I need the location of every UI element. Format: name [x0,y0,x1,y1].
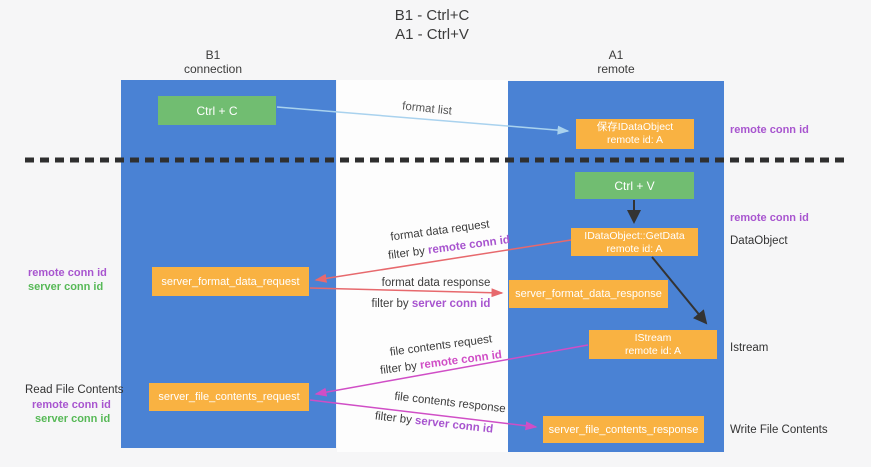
node-ctrl-v: Ctrl + V [575,172,694,199]
right-label-dataobject: DataObject [730,235,788,247]
right-label-remote-conn-id-1: remote conn id [730,124,809,136]
diagram-title: B1 - Ctrl+C A1 - Ctrl+V [395,6,470,44]
left-label-remote-conn-id-bottom: remote conn id [32,399,111,411]
left-label-remote-conn-id-mid: remote conn id [28,267,107,279]
filter-prefix: filter by [371,298,412,310]
left-label-read-file-contents: Read File Contents [25,384,124,396]
right-label-istream: Istream [730,342,769,354]
label-format-data-response: format data response [381,277,491,289]
node-server-format-data-request: server_format_data_request [152,267,309,296]
title-line-2: A1 - Ctrl+V [395,26,469,43]
node-save-idataobject-line1: 保存IDataObject [596,121,674,133]
title-line-1: B1 - Ctrl+C [394,7,470,24]
right-label-remote-conn-id-2: remote conn id [730,212,809,224]
node-server-file-contents-request: server_file_contents_request [149,383,309,411]
node-getdata-line2: remote id: A [606,243,663,255]
column-b1-role: connection [183,62,243,76]
node-istream-line2: remote id: A [624,345,682,357]
node-server-file-contents-response: server_file_contents_response [543,416,704,443]
column-b1-name: B1 [205,48,221,62]
node-getdata-line1: IDataObject::GetData [584,230,685,242]
column-header-b1: B1 connection [184,48,242,76]
filter-highlight-server-conn-id: server conn id [411,298,491,310]
left-label-server-conn-id-mid: server conn id [28,281,104,293]
node-idataobject-getdata: IDataObject::GetData remote id: A [571,228,698,256]
left-label-server-conn-id-bottom: server conn id [35,413,111,425]
node-save-idataobject-line2: remote id: A [606,134,664,146]
node-ctrl-c: Ctrl + C [158,96,276,125]
node-istream-line1: IStream [634,332,672,344]
node-save-idataobject: 保存IDataObject remote id: A [576,119,694,149]
column-header-a1: A1 remote [597,48,634,76]
node-istream: IStream remote id: A [589,330,717,359]
column-a1-name: A1 [608,48,624,62]
right-label-write-file-contents: Write File Contents [730,424,828,436]
node-server-format-data-response: server_format_data_response [509,280,668,308]
column-a1-role: remote [597,62,635,76]
label-format-response-filter: filter by server conn id [372,298,491,310]
